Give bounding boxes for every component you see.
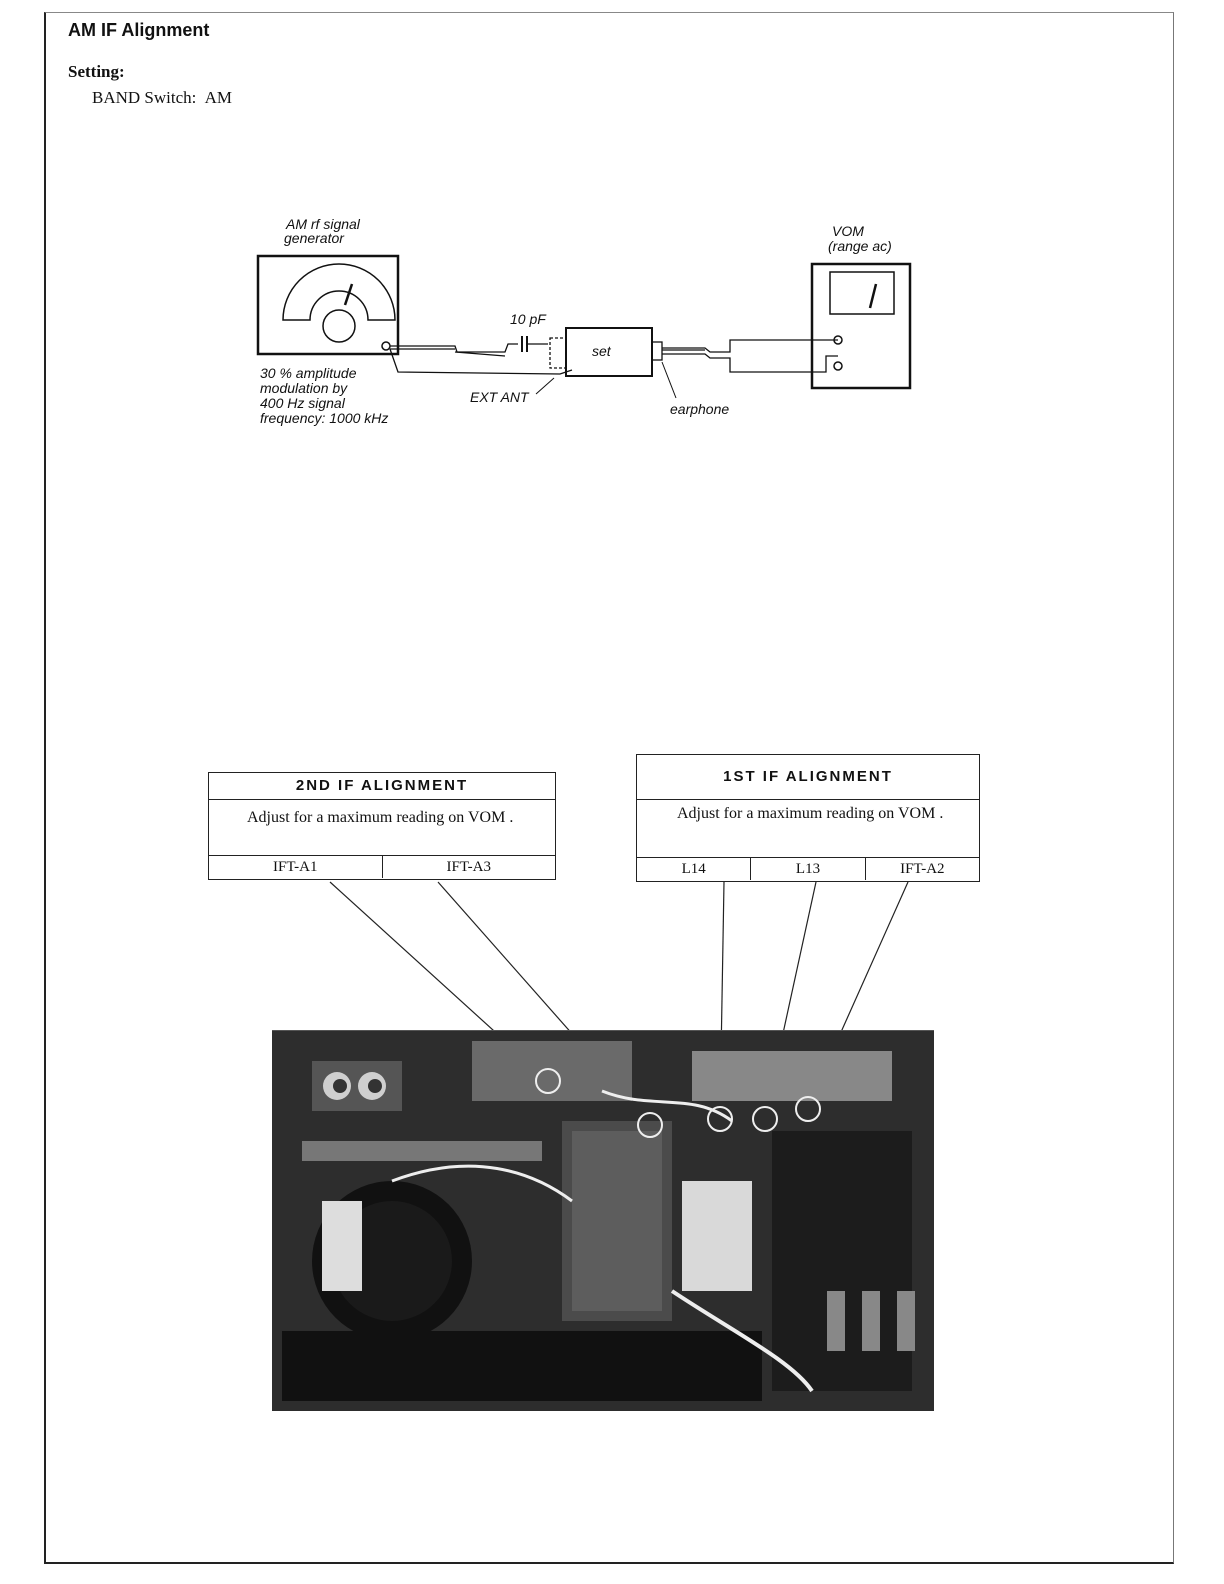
adjust-l14: L14 xyxy=(637,858,751,880)
signal-generator xyxy=(258,256,398,354)
first-if-title: 1ST IF ALIGNMENT xyxy=(637,755,979,800)
signal-note: 30 % amplitude modulation by 400 Hz sign… xyxy=(260,365,388,426)
second-if-adjustments: IFT-A1 IFT-A3 xyxy=(209,856,555,878)
vom-label-line2: (range ac) xyxy=(828,238,892,254)
adjust-l13: L13 xyxy=(751,858,865,880)
capacitor-label: 10 pF xyxy=(510,311,547,327)
capacitor-10pf xyxy=(522,336,548,352)
first-if-alignment-box: 1ST IF ALIGNMENT Adjust for a maximum re… xyxy=(636,754,980,882)
adjust-ift-a3: IFT-A3 xyxy=(383,856,556,878)
generator-label-line2: generator xyxy=(284,230,345,246)
svg-text:modulation by: modulation by xyxy=(260,380,348,396)
circuit-board-photo xyxy=(272,1030,934,1411)
vom-label-line1: VOM xyxy=(832,223,864,239)
adjust-ift-a1: IFT-A1 xyxy=(209,856,383,878)
circuit-board-drawing xyxy=(272,1031,934,1411)
earphone-label: earphone xyxy=(670,401,729,417)
svg-text:frequency: 1000 kHz: frequency: 1000 kHz xyxy=(260,410,388,426)
second-if-description: Adjust for a maximum reading on VOM . xyxy=(209,800,555,856)
svg-text:30 % amplitude: 30 % amplitude xyxy=(260,365,357,381)
second-if-alignment-box: 2ND IF ALIGNMENT Adjust for a maximum re… xyxy=(208,772,556,880)
vom-meter xyxy=(812,264,910,388)
set-label: set xyxy=(592,343,612,359)
svg-text:400 Hz signal: 400 Hz signal xyxy=(260,395,346,411)
second-if-title: 2ND IF ALIGNMENT xyxy=(209,773,555,800)
ext-ant-label: EXT ANT xyxy=(470,389,530,405)
adjust-ift-a2: IFT-A2 xyxy=(866,858,979,880)
generator-cable xyxy=(390,344,572,374)
first-if-adjustments: L14 L13 IFT-A2 xyxy=(637,858,979,880)
first-if-description: Adjust for a maximum reading on VOM . xyxy=(637,800,979,858)
